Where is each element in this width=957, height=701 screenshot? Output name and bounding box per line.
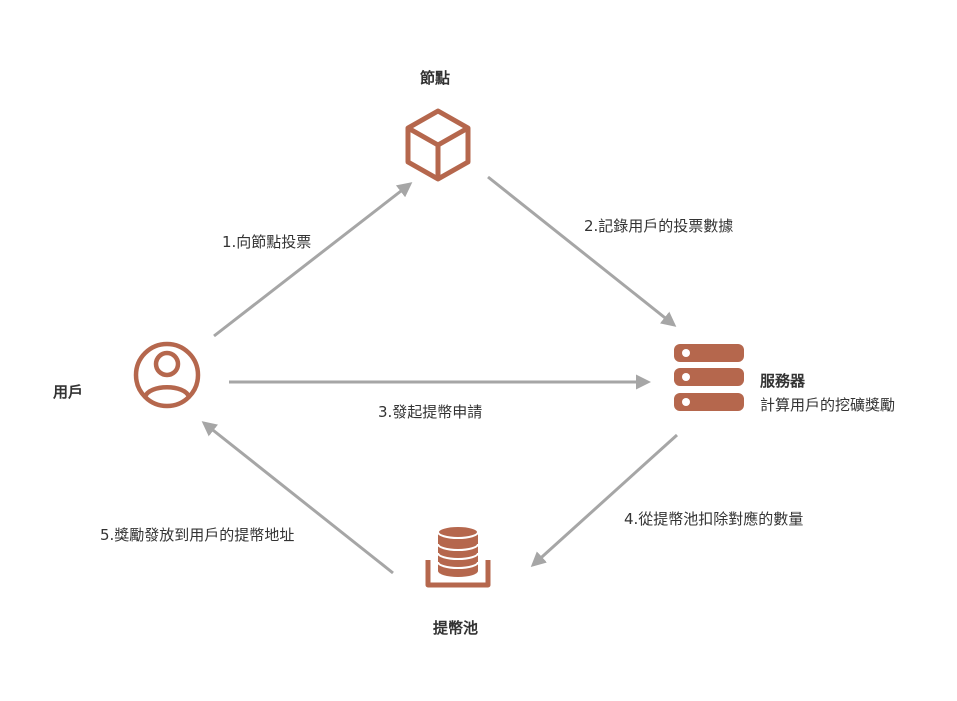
arrow-node-to-server	[487, 175, 677, 327]
server-icon	[674, 344, 744, 411]
node-title: 節點	[420, 69, 451, 87]
cube-icon	[405, 108, 471, 182]
server-subtitle: 計算用戶的挖礦獎勵	[760, 396, 896, 414]
arrow-server-to-pool	[530, 433, 679, 568]
edge-label-vote: 1.向節點投票	[222, 233, 312, 251]
edge-label-withdraw-request: 3.發起提幣申請	[378, 403, 483, 421]
user-title: 用戶	[53, 383, 84, 401]
pool-title: 提幣池	[433, 619, 479, 637]
server-title: 服務器	[760, 372, 806, 390]
arrow-user-to-node	[213, 182, 413, 338]
edge-label-record: 2.記錄用戶的投票數據	[584, 217, 734, 235]
edge-label-reward: 5.獎勵發放到用戶的提幣地址	[100, 526, 295, 544]
database-icon	[425, 525, 491, 588]
arrow-pool-to-user	[201, 421, 394, 575]
edge-label-deduct: 4.從提幣池扣除對應的數量	[624, 510, 804, 528]
user-circle-icon	[133, 341, 201, 409]
